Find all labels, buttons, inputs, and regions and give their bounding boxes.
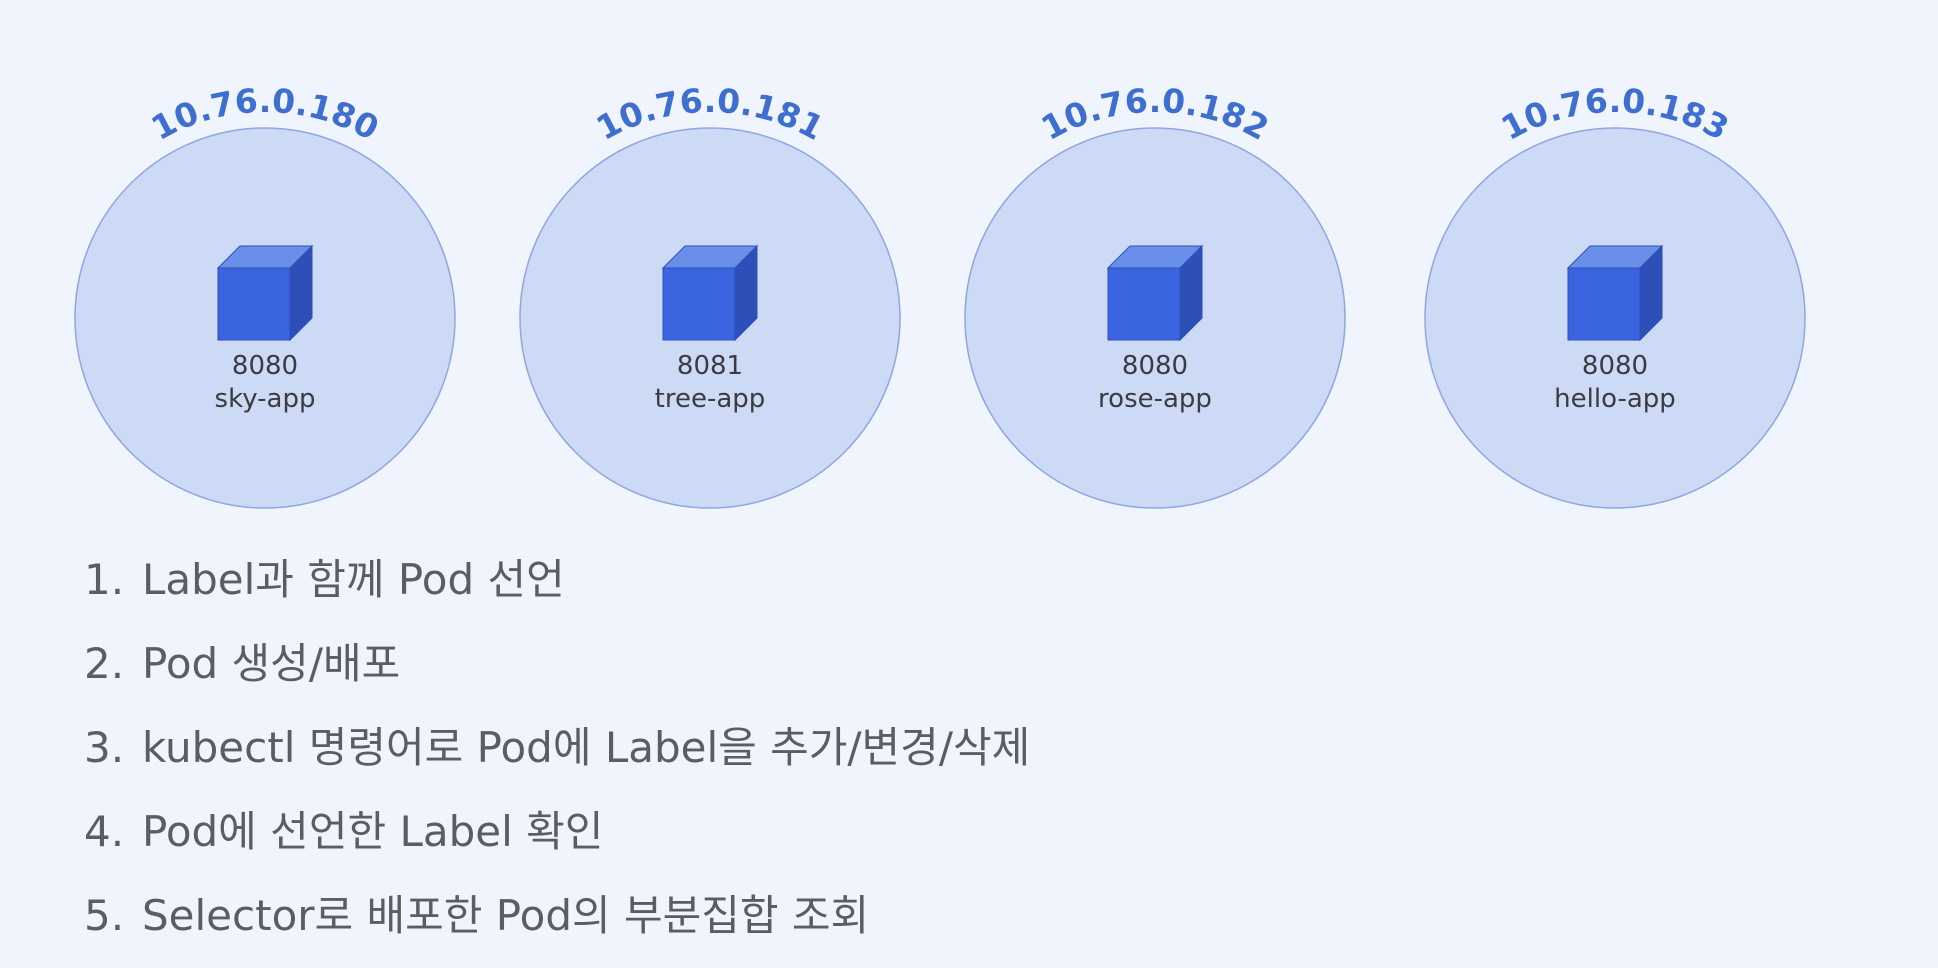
step-item: 4. Pod에 선언한 Label 확인 bbox=[84, 800, 1030, 884]
step-text: Selector로 배포한 Pod의 부분집합 조회 bbox=[142, 891, 870, 940]
pod-name: rose-app bbox=[1098, 384, 1212, 414]
step-number: 3. bbox=[84, 723, 125, 772]
step-text: Label과 함께 Pod 선언 bbox=[142, 555, 565, 604]
step-item: 1. Label과 함께 Pod 선언 bbox=[84, 548, 1030, 632]
step-item: 2. Pod 생성/배포 bbox=[84, 632, 1030, 716]
pod-port: 8080 bbox=[1582, 351, 1648, 381]
pod-port: 8081 bbox=[677, 351, 743, 381]
step-text: kubectl 명령어로 Pod에 Label을 추가/변경/삭제 bbox=[142, 723, 1031, 772]
step-number: 5. bbox=[84, 891, 125, 940]
step-item: 5. Selector로 배포한 Pod의 부분집합 조회 bbox=[84, 884, 1030, 968]
pod-port: 8080 bbox=[232, 351, 298, 381]
pods-diagram: 10.76.0.1808080sky-app10.76.0.1818081tre… bbox=[74, 81, 1806, 509]
pod-name: sky-app bbox=[215, 384, 316, 414]
steps-list: 1. Label과 함께 Pod 선언 2. Pod 생성/배포 3. kubectl… bbox=[84, 548, 1030, 968]
pod-name: hello-app bbox=[1554, 384, 1676, 414]
container-icon bbox=[1107, 267, 1181, 341]
step-text: Pod 생성/배포 bbox=[142, 639, 401, 688]
step-number: 2. bbox=[84, 639, 125, 688]
container-icon bbox=[1567, 267, 1641, 341]
pod-name: tree-app bbox=[655, 384, 766, 414]
step-item: 3. kubectl 명령어로 Pod에 Label을 추가/변경/삭제 bbox=[84, 716, 1030, 800]
step-number: 4. bbox=[84, 807, 125, 856]
step-text: Pod에 선언한 Label 확인 bbox=[142, 807, 604, 856]
container-icon bbox=[217, 267, 291, 341]
container-icon bbox=[662, 267, 736, 341]
step-number: 1. bbox=[84, 555, 125, 604]
pod-port: 8080 bbox=[1122, 351, 1188, 381]
